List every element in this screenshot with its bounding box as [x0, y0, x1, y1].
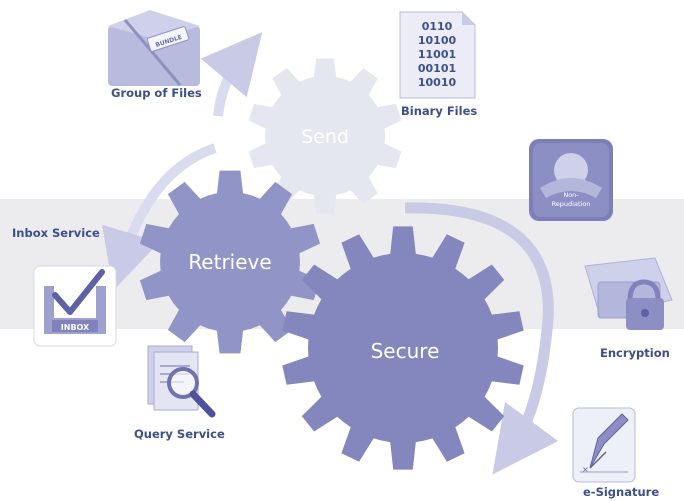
- label-inbox-service: Inbox Service: [12, 226, 100, 240]
- pen-nib-icon: ×: [572, 407, 636, 483]
- gear-retrieve: Retrieve: [139, 170, 321, 354]
- label-encryption: Encryption: [600, 346, 670, 360]
- label-e-signature: e-Signature: [583, 485, 660, 499]
- binary-line-2: 10100: [418, 34, 457, 47]
- binary-line-5: 10010: [418, 76, 457, 89]
- label-group-of-files: Group of Files: [111, 86, 202, 100]
- non-repudiation-line-2: Repudiation: [552, 200, 591, 208]
- gear-send-label: Send: [301, 126, 349, 148]
- binary-line-1: 0110: [422, 20, 453, 33]
- label-binary-files: Binary Files: [401, 104, 478, 118]
- gear-secure: Secure: [282, 226, 524, 470]
- signature-x-mark: ×: [582, 465, 589, 474]
- inbox-tray-text: INBOX: [61, 323, 90, 332]
- inbox-tray-icon: INBOX: [33, 265, 117, 347]
- gear-secure-label: Secure: [371, 339, 440, 363]
- arrow-retrieve-to-inbox: [102, 143, 217, 291]
- non-repudiation-line-1: Non-: [563, 191, 579, 199]
- non-repudiation-icon: Non- Repudiation: [529, 139, 613, 221]
- arrow-to-group-of-files: [200, 32, 263, 117]
- label-query-service: Query Service: [134, 427, 225, 441]
- binary-line-3: 11001: [418, 48, 456, 61]
- gear-send: Send: [248, 58, 402, 214]
- encryption-lock-icon: [584, 257, 673, 330]
- binary-file-icon: 0110 10100 11001 00101 10010: [399, 11, 476, 99]
- arrow-secure-to-esignature: [404, 202, 559, 475]
- package-icon: BUNDLE: [108, 10, 200, 86]
- gear-retrieve-label: Retrieve: [188, 250, 271, 274]
- magnifier-document-icon: [147, 345, 216, 418]
- binary-line-4: 00101: [418, 62, 456, 75]
